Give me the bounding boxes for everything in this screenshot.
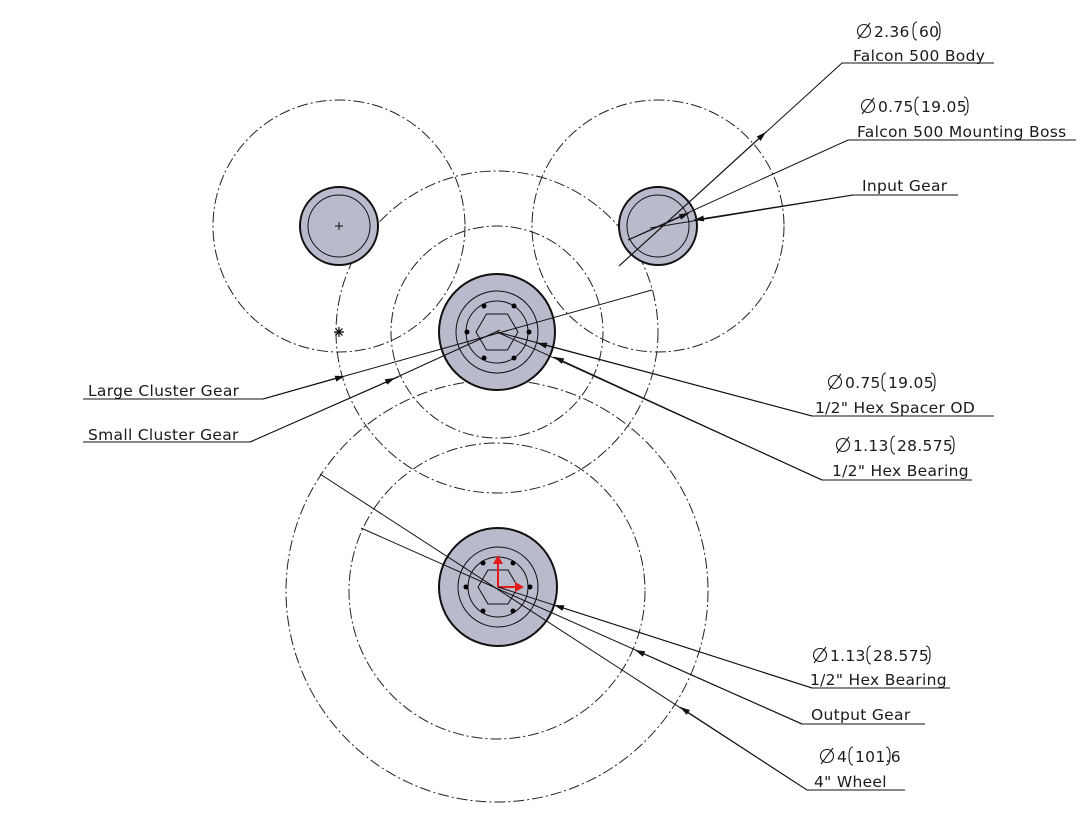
callout-label: Small Cluster Gear <box>88 426 239 444</box>
callout-input-gear: Input Gear <box>862 177 948 195</box>
small-cluster-gear-circle <box>390 225 604 439</box>
dim-alt-value: 19.05 <box>888 374 934 392</box>
callout-hex-bearing-cluster: 1.13 28.575 1/2" Hex Bearing <box>832 435 969 480</box>
output-gear-circle <box>348 442 646 740</box>
large-cluster-gear-circle <box>335 170 659 494</box>
origin-triad-icon <box>493 555 524 592</box>
callout-output-gear: Output Gear <box>811 706 911 724</box>
dim-value: 4 <box>837 748 847 766</box>
callout-hex-spacer-od: 0.75 19.05 1/2" Hex Spacer OD <box>815 372 975 417</box>
sketch-point-icon <box>334 327 344 337</box>
dim-value: 2.36 <box>874 23 910 41</box>
callout-label: Falcon 500 Mounting Boss <box>857 123 1067 141</box>
dim-alt-value: 28.575 <box>897 437 953 455</box>
callout-label: Input Gear <box>862 177 948 195</box>
dim-value: 0.75 <box>845 374 881 392</box>
callout-label: Falcon 500 Body <box>853 47 985 65</box>
callout-falcon-body: 2.36 60 Falcon 500 Body <box>853 21 985 65</box>
callout-label: 1/2" Hex Bearing <box>810 671 947 689</box>
dim-value: 1.13 <box>830 647 866 665</box>
callout-label: 1/2" Hex Bearing <box>832 462 969 480</box>
left-motor-pitch-circle <box>212 99 466 353</box>
callout-falcon-mounting-boss: 0.75 19.05 Falcon 500 Mounting Boss <box>857 96 1067 141</box>
dim-value: 1.13 <box>853 437 889 455</box>
callout-label: Large Cluster Gear <box>88 382 240 400</box>
dim-alt-value: 19.05 <box>921 98 967 116</box>
dim-alt-value: 28.575 <box>873 647 929 665</box>
callout-label: 1/2" Hex Spacer OD <box>815 399 975 417</box>
callout-label: 4" Wheel <box>814 773 887 791</box>
dim-value: 0.75 <box>878 98 914 116</box>
leader-lines <box>249 62 860 791</box>
callout-small-cluster-gear: Small Cluster Gear <box>88 426 239 444</box>
pitch-circles <box>212 99 785 803</box>
label-underlines <box>83 62 1076 791</box>
dim-alt-value: 101.6 <box>855 748 901 766</box>
callout-large-cluster-gear: Large Cluster Gear <box>88 382 240 400</box>
callout-label: Output Gear <box>811 706 911 724</box>
callout-hex-bearing-output: 1.13 28.575 1/2" Hex Bearing <box>810 645 947 689</box>
left-falcon-motor <box>299 186 379 266</box>
callout-wheel: 4 101.6 4" Wheel <box>814 746 901 791</box>
dim-alt-value: 60 <box>919 23 939 41</box>
input-gear-pitch-circle <box>531 99 785 353</box>
